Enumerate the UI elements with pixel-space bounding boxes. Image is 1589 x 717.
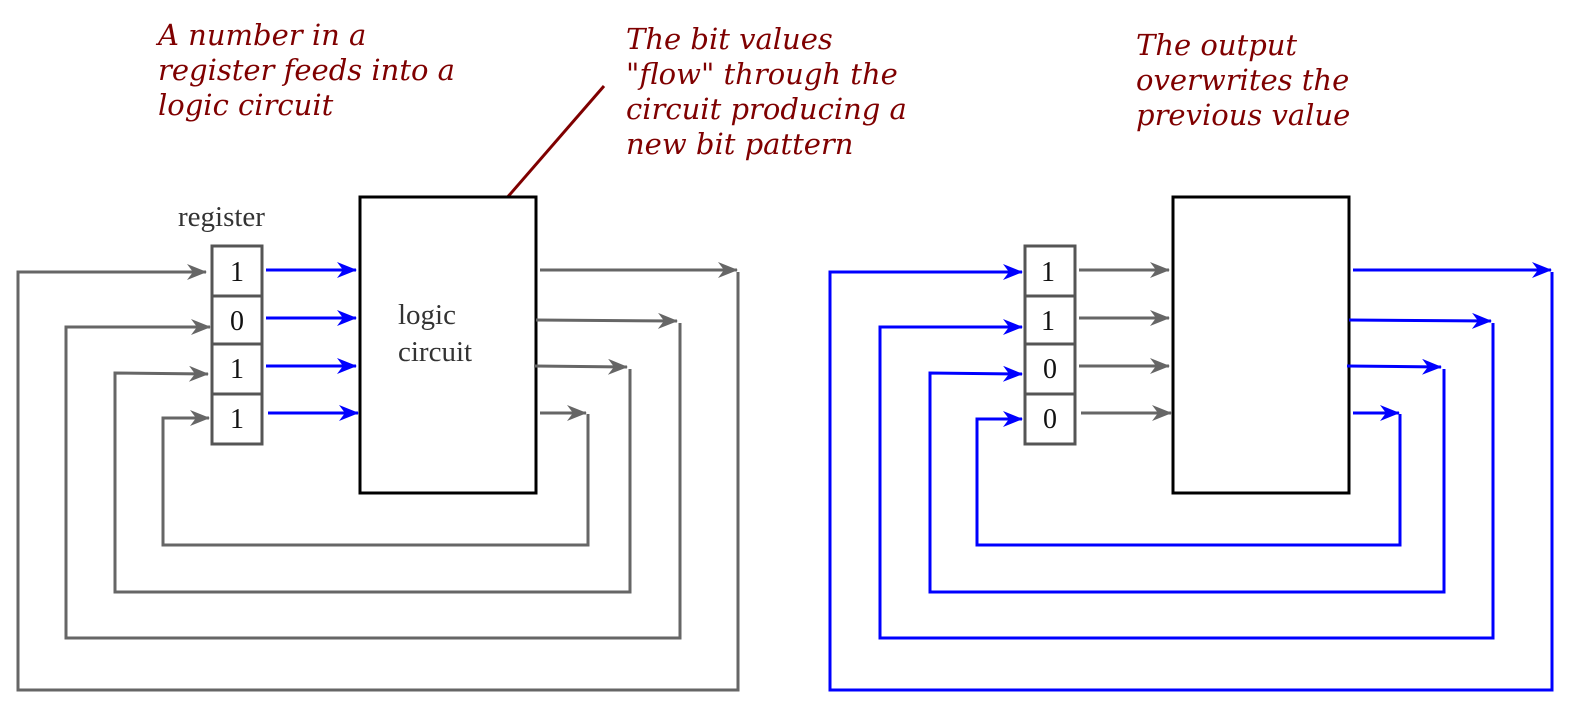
register-bit: 1 [230, 257, 244, 288]
right-panel: 1 1 0 0 [828, 195, 1554, 692]
feedback-wire [975, 411, 1402, 547]
feedback-wire [928, 365, 1446, 594]
register-cell [1023, 294, 1077, 346]
logic-circuit-box [1171, 195, 1351, 495]
register-bit: 0 [1043, 404, 1057, 435]
register-bit: 0 [1043, 354, 1057, 385]
logic-circuit-label-line1: logic [398, 299, 456, 331]
register-cell [1023, 392, 1077, 446]
annotation-register-feeds-circuit: A number in a register feeds into a logi… [158, 18, 455, 122]
register: 1 1 0 0 [1023, 244, 1077, 446]
feedback-wire [64, 319, 682, 640]
register-bit: 0 [230, 306, 244, 337]
feedback-wire [113, 365, 632, 594]
register-cell [210, 342, 264, 396]
logic-circuit-label-line2: circuit [398, 336, 472, 368]
output-wire [1348, 312, 1492, 329]
logic-circuit-box [358, 195, 538, 495]
feedback-wire [16, 264, 740, 692]
left-panel: register logic circuit 1 0 1 1 [16, 85, 740, 692]
register-cell [210, 392, 264, 446]
register-cell [1023, 342, 1077, 396]
register-bit: 1 [1041, 306, 1055, 337]
register: 1 0 1 1 [210, 244, 264, 446]
feedback-wire [161, 410, 590, 547]
register-cell [210, 294, 264, 346]
feedback-wire [828, 264, 1554, 692]
output-wire [535, 312, 678, 329]
register-cell [1023, 244, 1077, 298]
output-wire [1346, 358, 1442, 375]
register-bit: 1 [230, 354, 244, 385]
output-wire [533, 358, 628, 375]
feedback-wire [878, 319, 1495, 640]
annotation-output-overwrites: The output overwrites the previous value [1136, 28, 1351, 132]
register-bit: 1 [1041, 257, 1055, 288]
register-label: register [178, 201, 265, 233]
annotation-bits-flow: The bit values "flow" through the circui… [626, 22, 907, 161]
register-bit: 1 [230, 404, 244, 435]
